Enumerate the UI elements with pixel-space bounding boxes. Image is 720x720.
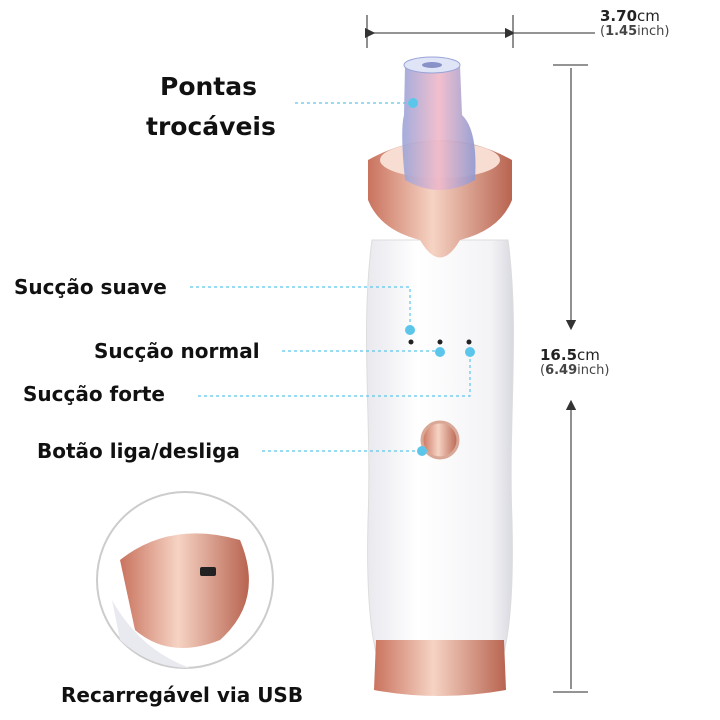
label-power-button: Botão liga/desliga xyxy=(37,439,240,463)
height-inch-unit: inch xyxy=(577,362,605,378)
label-tips-line2: trocáveis xyxy=(146,112,276,141)
device-base xyxy=(374,640,506,696)
width-dimension xyxy=(364,15,595,48)
height-dimension xyxy=(553,64,588,693)
label-strong-suction: Sucção forte xyxy=(23,382,165,406)
label-normal-suction: Sucção normal xyxy=(94,339,260,363)
height-measure: 16.5cm (6.49inch) xyxy=(540,346,610,378)
power-button xyxy=(420,420,460,460)
height-cm-value: 16.5 xyxy=(540,346,578,364)
usb-port-icon xyxy=(200,567,216,576)
label-usb: Recarregável via USB xyxy=(61,683,304,707)
replaceable-tip xyxy=(402,65,476,190)
height-cm-unit: cm xyxy=(577,346,600,364)
width-measure: 3.70cm (1.45inch) xyxy=(600,7,670,39)
width-cm-unit: cm xyxy=(637,7,660,25)
label-soft-suction: Sucção suave xyxy=(14,275,167,299)
width-inch-unit: inch xyxy=(637,23,665,39)
width-cm-value: 3.70 xyxy=(600,7,638,25)
height-inch-value: 6.49 xyxy=(545,362,578,378)
label-tips-line1: Pontas xyxy=(160,72,257,101)
usb-port-inset xyxy=(96,491,274,669)
width-inch-value: 1.45 xyxy=(605,23,638,39)
